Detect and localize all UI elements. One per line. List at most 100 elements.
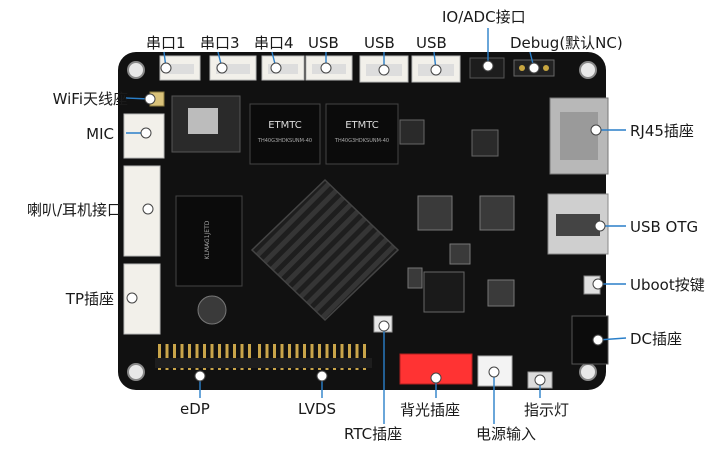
edp-pin-base xyxy=(155,358,256,368)
ic-chip xyxy=(399,119,425,145)
label-uboot-key: Uboot按键 xyxy=(630,276,705,294)
lvds-pin xyxy=(318,344,321,370)
label-usb-b: USB xyxy=(364,34,395,52)
callout-dot xyxy=(592,334,604,346)
label-dc-socket: DC插座 xyxy=(630,330,683,348)
memory-part-1: TH40G3HDKSUNM-40 xyxy=(257,138,312,144)
edp-pin xyxy=(240,344,244,370)
ic-chip xyxy=(407,267,423,289)
label-tp-socket: TP插座 xyxy=(65,290,114,308)
ic-chip xyxy=(487,279,515,307)
mount-hole xyxy=(579,363,597,381)
callout-dot xyxy=(316,370,328,382)
lvds-pin xyxy=(348,344,351,370)
label-rtc: RTC插座 xyxy=(344,425,403,443)
memory-chip-1 xyxy=(249,103,321,165)
edp-pin xyxy=(195,344,199,370)
edp-pin-header xyxy=(155,344,256,370)
lvds-pin xyxy=(303,344,306,370)
lvds-pin xyxy=(258,344,261,370)
lvds-pin xyxy=(363,344,366,370)
label-usb-otg: USB OTG xyxy=(630,218,699,236)
edp-pin xyxy=(173,344,176,370)
inductor xyxy=(417,195,453,231)
edp-pin xyxy=(225,344,229,370)
label-mic: MIC xyxy=(86,125,114,143)
callout-dot xyxy=(430,372,442,384)
label-usb-a: USB xyxy=(308,34,339,52)
callout-dot xyxy=(594,220,606,232)
callout-dot xyxy=(140,127,152,139)
edp-pin xyxy=(158,344,161,370)
lvds-pin xyxy=(333,344,336,370)
memory-brand-2: ETMTC xyxy=(345,120,379,131)
lvds-pin xyxy=(273,344,276,370)
callout-dot xyxy=(488,366,500,378)
lvds-pin xyxy=(295,344,299,370)
callout-dot xyxy=(590,124,602,136)
lvds-pin-base xyxy=(255,358,372,368)
callout-dot xyxy=(194,370,206,382)
lvds-pin xyxy=(325,344,329,370)
mount-hole xyxy=(579,61,597,79)
callout-dot xyxy=(528,62,540,74)
lvds-pin xyxy=(310,344,314,370)
memory-brand-1: ETMTC xyxy=(268,120,302,131)
emmc-marking: KLMAG1JETD xyxy=(204,220,211,259)
emmc-chip xyxy=(175,195,243,287)
lvds-pin xyxy=(288,344,291,370)
memory-part-2: TH40G3HDKSUNM-40 xyxy=(334,138,389,144)
callout-dot xyxy=(592,278,604,290)
label-wifi-antenna: WiFi天线座 xyxy=(52,90,128,108)
lvds-pin xyxy=(280,344,284,370)
label-power-input: 电源输入 xyxy=(476,425,537,443)
callout-dot xyxy=(534,374,546,386)
uart4-connector xyxy=(261,55,305,81)
label-backlight: 背光插座 xyxy=(400,401,461,419)
callout-dot xyxy=(378,64,390,76)
rj45-connector xyxy=(549,97,609,175)
edp-pin xyxy=(165,344,169,370)
lvds-pin xyxy=(340,344,344,370)
ic-chip xyxy=(471,129,499,157)
callout-dot xyxy=(378,320,390,332)
label-speaker: 喇叭/耳机接口 xyxy=(26,201,122,219)
label-debug: Debug(默认NC) xyxy=(510,34,623,52)
lvds-pin xyxy=(265,344,269,370)
edp-pin xyxy=(188,344,191,370)
mount-hole xyxy=(127,363,145,381)
edp-pin xyxy=(218,344,221,370)
label-rj45: RJ45插座 xyxy=(630,122,694,140)
lvds-pin-header xyxy=(255,344,372,370)
edp-pin xyxy=(248,344,251,370)
memory-chip-2 xyxy=(325,103,399,165)
callout-dot xyxy=(160,62,172,74)
edp-pin xyxy=(203,344,206,370)
label-usb-c: USB xyxy=(416,34,447,52)
label-edp: eDP xyxy=(180,400,210,418)
inductor xyxy=(197,295,227,325)
pmic-chip xyxy=(423,271,465,313)
usb-c-connector xyxy=(411,55,461,83)
mount-hole xyxy=(127,61,145,79)
label-io-adc: IO/ADC接口 xyxy=(442,8,526,26)
lvds-pin xyxy=(355,344,359,370)
callout-dot xyxy=(482,60,494,72)
edp-pin xyxy=(180,344,184,370)
callout-dot xyxy=(142,203,154,215)
label-uart3: 串口3 xyxy=(200,34,240,52)
callout-dot xyxy=(270,62,282,74)
callout-dot xyxy=(126,292,138,304)
label-uart4: 串口4 xyxy=(254,34,294,52)
label-indicator: 指示灯 xyxy=(524,401,570,419)
label-uart1: 串口1 xyxy=(146,34,186,52)
edp-pin xyxy=(233,344,236,370)
cpu-heatsink xyxy=(250,178,400,322)
callout-dot xyxy=(216,62,228,74)
inductor xyxy=(479,195,515,231)
edp-pin xyxy=(210,344,214,370)
callout-dot xyxy=(144,93,156,105)
callout-dot xyxy=(430,64,442,76)
